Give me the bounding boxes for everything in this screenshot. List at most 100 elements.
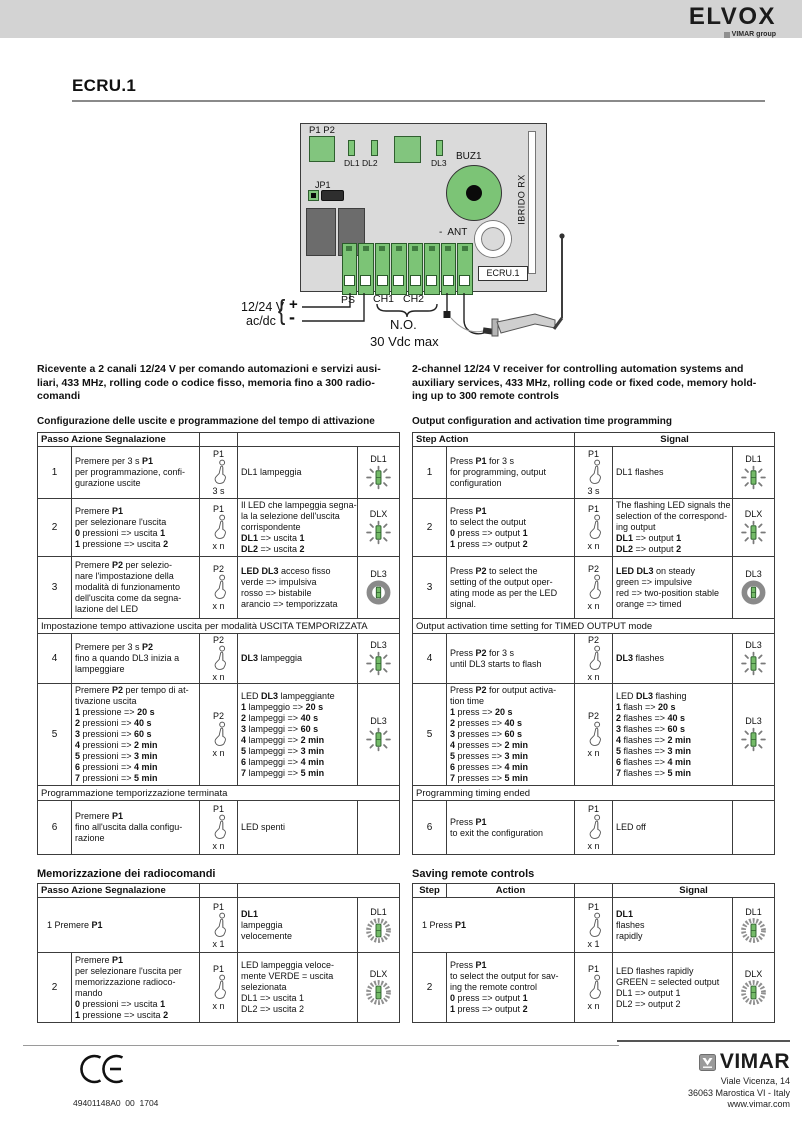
led-label: DL3: [745, 716, 762, 726]
button-label: P1: [587, 449, 599, 459]
section-title-it-config: Configurazione delle uscite e programmaz…: [37, 416, 375, 427]
signal-text: LED spenti: [237, 800, 358, 855]
address-line: Viale Vicenza, 14: [720, 1076, 790, 1086]
led-label: DL3: [745, 569, 762, 579]
step-number: 5: [37, 683, 72, 786]
button-label: P1: [212, 804, 224, 814]
ce-mark-icon: [72, 1052, 126, 1091]
intro-italian: Ricevente a 2 canali 12/24 V per comando…: [37, 363, 381, 402]
website-url: www.vimar.com: [727, 1099, 790, 1109]
hand-press-icon: [209, 912, 229, 939]
action-text: Premere P2 per tempo di at-tivazione usc…: [71, 683, 200, 786]
label-ant: - ANT: [439, 227, 468, 238]
signal-text: DL3 lampeggia: [237, 633, 358, 684]
terminal: [424, 243, 440, 295]
label-minus: -: [289, 307, 295, 327]
signal-text: LED lampeggia veloce-mente VERDE = uscit…: [237, 952, 358, 1023]
led-cell: DLX: [357, 952, 400, 1023]
led-label: DLX: [369, 969, 388, 979]
hand-press-icon: [209, 514, 229, 541]
component-block: [394, 136, 421, 163]
led-cell: DL3: [357, 556, 400, 619]
press-count: x n: [587, 1001, 600, 1011]
press-cell: P1 x n: [199, 800, 238, 855]
mode-note: Output activation time setting for TIMED…: [411, 618, 776, 634]
footer-divider-right: [617, 1040, 790, 1042]
section-title-it-memory: Memorizzazione dei radiocomandi: [37, 868, 216, 880]
section-title-en-config: Output configuration and activation time…: [412, 416, 673, 427]
header-spacer: [574, 883, 613, 898]
led-cell: DLX: [357, 498, 400, 557]
hand-press-icon: [584, 514, 604, 541]
led-label: DL3: [370, 569, 387, 579]
step-number: 2: [412, 498, 447, 557]
press-count: x n: [212, 748, 225, 758]
button-label: P2: [212, 635, 224, 645]
led-cell: DL1: [731, 897, 776, 953]
signal-text: DL3 flashes: [612, 633, 733, 684]
header-passo-azione: Passo Azione Segnalazione: [37, 432, 200, 447]
header-spacer: [237, 883, 400, 898]
step-number: 3: [37, 556, 72, 619]
header-spacer: [199, 432, 238, 447]
antenna-tip: [559, 233, 565, 239]
vimar-address-block: VIMAR Viale Vicenza, 14 36063 Marostica …: [688, 1050, 790, 1111]
hand-press-icon: [209, 814, 229, 841]
led-cell: DL3: [731, 633, 776, 684]
press-count: x n: [587, 541, 600, 551]
hand-press-icon: [209, 721, 229, 748]
step-number: 6: [412, 800, 447, 855]
button-label: P1: [587, 901, 599, 912]
step-number: 2: [37, 952, 72, 1023]
led-cell: DL3: [357, 683, 400, 786]
header-signal: Signal: [611, 883, 776, 898]
led-dl2: [371, 140, 378, 156]
terminal: [374, 243, 390, 295]
mode-note: Programming timing ended: [411, 785, 776, 801]
table-header-row: Step Action Signal: [412, 883, 776, 898]
header-bar: [0, 0, 802, 38]
jp1-pad: [308, 190, 319, 201]
vimar-group-tag: VIMAR group: [689, 31, 776, 38]
step-number: 2: [412, 952, 447, 1023]
hand-press-icon: [209, 645, 229, 672]
connector-strip: [528, 131, 536, 274]
terminal: [407, 243, 423, 295]
led-label: DL3: [745, 640, 762, 650]
led-label: DL1: [370, 906, 387, 917]
section-title-en-memory: Saving remote controls: [412, 868, 535, 880]
label-p1p2: P1 P2: [309, 125, 335, 136]
led-label: DLX: [369, 509, 388, 519]
led-cell-empty: [357, 800, 400, 855]
step-number: 4: [37, 633, 72, 684]
step-number: 1: [412, 446, 447, 499]
led-flashing-icon: [365, 519, 392, 546]
press-count: x n: [587, 601, 600, 611]
label-vdc-max: 30 Vdc max: [370, 334, 439, 349]
plug: [482, 327, 494, 335]
press-count: x n: [212, 841, 225, 851]
press-count: x n: [212, 601, 225, 611]
press-count: x 1: [212, 938, 225, 949]
table-row: 3 Premere P2 per selezio-nare l'impostaz…: [37, 556, 400, 619]
